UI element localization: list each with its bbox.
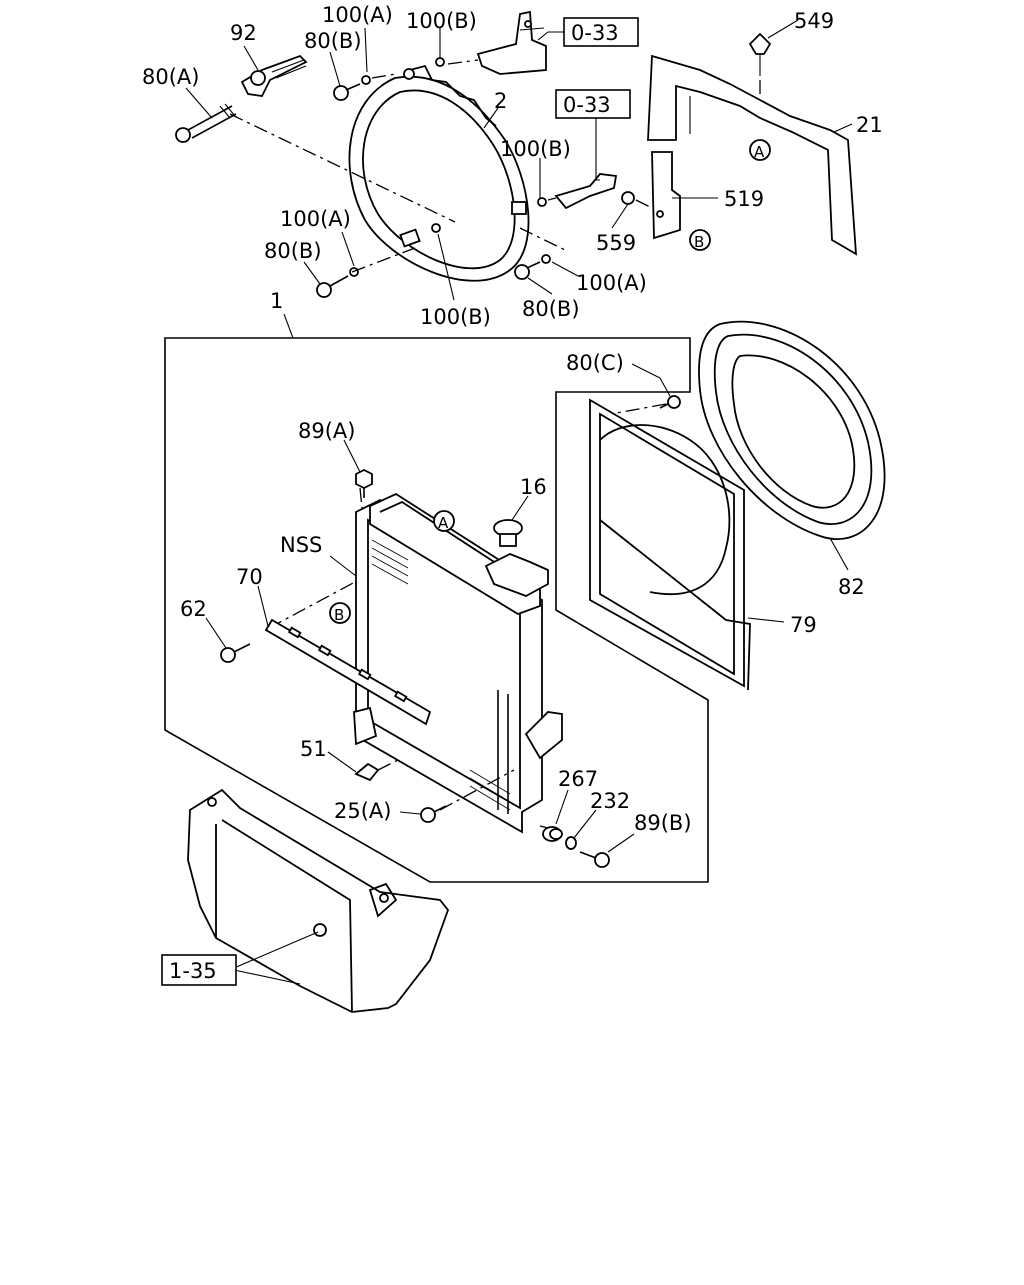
- radiator-core-part: [353, 492, 563, 834]
- label-nss: NSS: [280, 533, 322, 557]
- label-100b-middle: 100(B): [500, 137, 571, 161]
- assembly-guide-lines: [229, 59, 761, 831]
- label-89b: 89(B): [634, 811, 692, 835]
- label-16: 16: [520, 475, 547, 499]
- label-100a-top: 100(A): [322, 3, 393, 27]
- label-2: 2: [494, 89, 507, 113]
- bracket-upper-part: [435, 10, 547, 75]
- label-80c: 80(C): [566, 351, 624, 375]
- reference-box-1-35: 1-35: [161, 954, 237, 986]
- bolt-62-part: [220, 643, 251, 663]
- label-80b-top: 80(B): [304, 29, 362, 53]
- bolt-89b-part: [579, 851, 610, 868]
- bracket-51-part: [354, 762, 380, 782]
- marker-b-top-text: B: [694, 233, 704, 251]
- label-1: 1: [270, 289, 283, 313]
- label-79: 79: [790, 613, 817, 637]
- bracket-70-part: [264, 618, 432, 726]
- radiator-cap-16-part: [493, 519, 523, 547]
- bolt-80c-part: [659, 395, 681, 409]
- mount-rubber-267-part: [542, 826, 563, 842]
- label-100b-top: 100(B): [406, 9, 477, 33]
- label-80b-right: 80(B): [522, 297, 580, 321]
- label-100b-bottom: 100(B): [420, 305, 491, 329]
- label-80a: 80(A): [142, 65, 199, 89]
- label-25a: 25(A): [334, 799, 391, 823]
- label-70: 70: [236, 565, 263, 589]
- intercooler-part: [187, 788, 450, 1013]
- marker-b-radiator-text: B: [334, 606, 344, 624]
- label-80b-left: 80(B): [264, 239, 322, 263]
- bolt-80b-left-part: [316, 267, 359, 298]
- bolt-89a-part: [355, 468, 373, 498]
- marker-a-radiator: A: [433, 510, 455, 532]
- reference-1-35-label: 1-35: [169, 959, 217, 983]
- label-100a-left: 100(A): [280, 207, 351, 231]
- reference-box-0-33-top: 0-33: [563, 17, 639, 47]
- reference-box-0-33-middle: 0-33: [555, 89, 631, 119]
- label-21: 21: [856, 113, 883, 137]
- bolt-25a-part: [420, 805, 447, 823]
- label-62: 62: [180, 597, 207, 621]
- label-51: 51: [300, 737, 327, 761]
- marker-a-top-text: A: [754, 143, 765, 161]
- bolt-80b-right-part: [514, 254, 551, 280]
- part-labels: 92 100(A) 100(B) 80(B) 80(A) 549 2 21 10…: [142, 3, 883, 835]
- bracket-519-part: [621, 151, 681, 240]
- bracket-92-part: [240, 54, 308, 97]
- bolt-80a-part: [175, 103, 237, 143]
- label-267: 267: [558, 767, 598, 791]
- label-559: 559: [596, 231, 636, 255]
- marker-a-radiator-text: A: [438, 514, 449, 532]
- label-92: 92: [230, 21, 257, 45]
- leader-lines: [185, 19, 853, 985]
- label-549: 549: [794, 9, 834, 33]
- assembly-boundary-box: [164, 337, 709, 883]
- label-232: 232: [590, 789, 630, 813]
- shroud-side-panel-21-part: [647, 54, 858, 256]
- washer-232-part: [565, 836, 577, 850]
- marker-b-radiator: B: [329, 602, 351, 624]
- marker-b-top: B: [689, 229, 711, 251]
- bolt-80b-top-part: [333, 75, 371, 101]
- bracket-middle-part: [537, 173, 618, 210]
- fan-shroud-79-part: [589, 398, 751, 691]
- shroud-ring-82-part: [698, 320, 886, 540]
- label-100a-right: 100(A): [576, 271, 647, 295]
- reference-0-33-middle-label: 0-33: [563, 93, 611, 117]
- label-82: 82: [838, 575, 865, 599]
- nut-100b-ring-part: [431, 223, 441, 233]
- shroud-ring-part: [348, 64, 530, 282]
- label-519: 519: [724, 187, 764, 211]
- reference-0-33-top-label: 0-33: [571, 21, 619, 45]
- clip-549-part: [748, 32, 772, 76]
- marker-a-top: A: [749, 139, 771, 161]
- label-89a: 89(A): [298, 419, 355, 443]
